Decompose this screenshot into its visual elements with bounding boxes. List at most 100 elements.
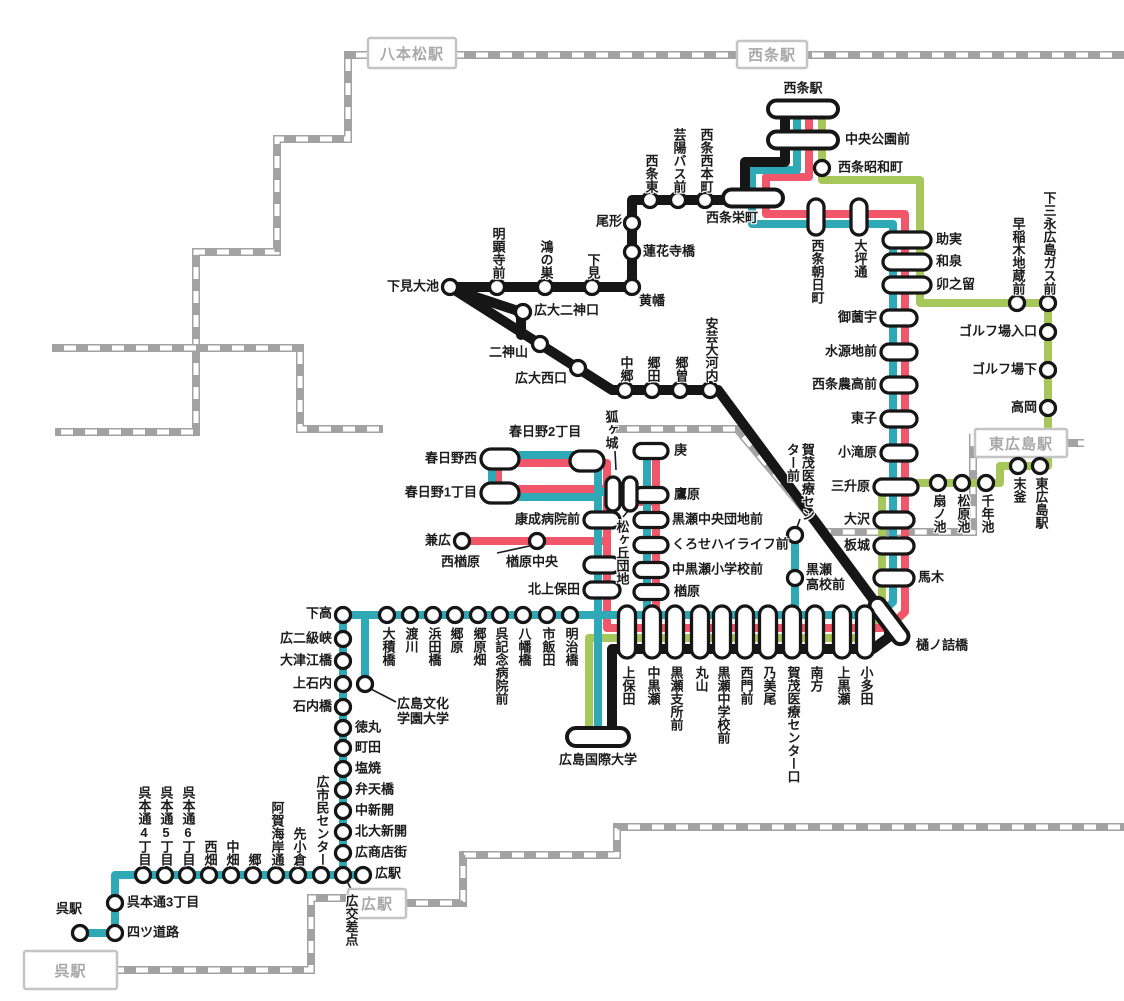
bus-stop-marker[interactable] — [333, 822, 353, 842]
bus-stop-marker[interactable] — [333, 697, 353, 717]
bus-stop-marker[interactable] — [582, 580, 622, 600]
bus-stop-marker[interactable] — [423, 605, 443, 625]
bus-stop-marker[interactable] — [700, 380, 720, 400]
bus-stop-marker[interactable] — [582, 555, 622, 575]
bus-stop-marker[interactable] — [155, 865, 175, 885]
bus-stop-marker[interactable] — [879, 375, 919, 395]
bus-stop-marker[interactable] — [535, 277, 555, 297]
bus-stop-marker[interactable] — [879, 342, 919, 362]
bus-stop-marker[interactable] — [333, 738, 353, 758]
bus-stop-marker[interactable] — [976, 473, 996, 493]
bus-stop-marker[interactable] — [642, 380, 662, 400]
bus-stop-marker[interactable] — [806, 197, 826, 237]
bus-stop-marker[interactable] — [333, 674, 353, 694]
bus-stop-marker[interactable] — [689, 604, 711, 660]
bus-stop-marker[interactable] — [952, 473, 972, 493]
bus-stop-marker[interactable] — [872, 568, 916, 588]
bus-stop-marker[interactable] — [785, 525, 805, 545]
bus-stop-marker[interactable] — [668, 190, 688, 210]
bus-stop-marker[interactable] — [881, 275, 933, 295]
bus-stop-marker[interactable] — [445, 605, 465, 625]
bus-stop-marker[interactable] — [582, 277, 602, 297]
bus-stop-marker[interactable] — [452, 531, 472, 551]
bus-stop-marker[interactable] — [400, 605, 420, 625]
bus-stop-marker[interactable] — [568, 449, 606, 473]
bus-stop-marker[interactable] — [616, 604, 638, 660]
bus-stop-marker[interactable] — [288, 865, 308, 885]
bus-stop-marker[interactable] — [831, 604, 853, 660]
bus-stop-marker[interactable] — [812, 158, 832, 178]
bus-stop-marker[interactable] — [582, 510, 622, 530]
bus-stop-marker[interactable] — [879, 308, 919, 328]
bus-stop-marker[interactable] — [622, 213, 642, 233]
bus-stop-marker[interactable] — [785, 568, 805, 588]
bus-stop-marker[interactable] — [70, 923, 90, 943]
bus-stop-marker[interactable] — [781, 604, 803, 660]
bus-stop-marker[interactable] — [632, 441, 670, 461]
bus-stop-marker[interactable] — [177, 865, 197, 885]
bus-stop-marker[interactable] — [377, 605, 397, 625]
bus-stop-marker[interactable] — [333, 629, 353, 649]
jr-station-box[interactable] — [366, 36, 458, 70]
bus-stop-marker[interactable] — [1030, 456, 1050, 476]
bus-stop-marker[interactable] — [854, 604, 876, 660]
bus-stop-marker[interactable] — [622, 277, 642, 297]
bus-stop-marker[interactable] — [490, 605, 510, 625]
bus-stop-marker[interactable] — [872, 536, 916, 556]
bus-stop-marker[interactable] — [632, 535, 670, 555]
bus-stop-marker[interactable] — [487, 277, 507, 297]
bus-stop-marker[interactable] — [333, 651, 353, 671]
bus-stop-marker[interactable] — [632, 510, 670, 530]
bus-stop-marker[interactable] — [1007, 293, 1027, 313]
bus-stop-marker[interactable] — [766, 129, 840, 151]
bus-stop-marker[interactable] — [527, 531, 547, 551]
bus-stop-marker[interactable] — [866, 595, 911, 648]
jr-station-box[interactable] — [346, 887, 408, 920]
bus-stop-marker[interactable] — [879, 409, 919, 429]
bus-stop-marker[interactable] — [513, 302, 533, 322]
bus-stop-marker[interactable] — [664, 604, 686, 660]
bus-stop-marker[interactable] — [641, 604, 663, 660]
bus-stop-marker[interactable] — [1038, 293, 1058, 313]
bus-stop-marker[interactable] — [1038, 360, 1058, 380]
bus-stop-marker[interactable] — [928, 473, 948, 493]
bus-stop-marker[interactable] — [333, 843, 353, 863]
bus-stop-marker[interactable] — [266, 865, 286, 885]
bus-stop-marker[interactable] — [311, 865, 331, 885]
bus-stop-marker[interactable] — [881, 252, 933, 272]
bus-stop-marker[interactable] — [711, 604, 733, 660]
bus-stop-marker[interactable] — [479, 447, 521, 471]
bus-stop-marker[interactable] — [632, 560, 670, 580]
bus-stop-marker[interactable] — [199, 865, 219, 885]
bus-stop-marker[interactable] — [734, 604, 756, 660]
bus-stop-marker[interactable] — [881, 230, 933, 250]
bus-stop-marker[interactable] — [133, 865, 153, 885]
bus-stop-marker[interactable] — [353, 865, 373, 885]
bus-stop-marker[interactable] — [479, 481, 521, 505]
bus-stop-marker[interactable] — [721, 187, 785, 209]
bus-stop-marker[interactable] — [105, 923, 125, 943]
bus-stop-marker[interactable] — [333, 865, 353, 885]
bus-stop-marker[interactable] — [1038, 322, 1058, 342]
bus-stop-marker[interactable] — [622, 242, 642, 262]
jr-station-box[interactable] — [735, 39, 809, 70]
bus-stop-marker[interactable] — [1038, 398, 1058, 418]
bus-stop-marker[interactable] — [695, 190, 715, 210]
bus-stop-marker[interactable] — [105, 893, 125, 913]
bus-stop-marker[interactable] — [615, 380, 635, 400]
bus-stop-marker[interactable] — [872, 510, 916, 530]
bus-stop-marker[interactable] — [879, 443, 919, 463]
jr-station-box[interactable] — [973, 427, 1069, 459]
bus-stop-marker[interactable] — [221, 865, 241, 885]
bus-stop-marker[interactable] — [757, 604, 779, 660]
bus-stop-marker[interactable] — [670, 380, 690, 400]
bus-stop-marker[interactable] — [468, 605, 488, 625]
bus-stop-marker[interactable] — [640, 190, 660, 210]
bus-stop-marker[interactable] — [872, 477, 920, 497]
bus-stop-marker[interactable] — [560, 605, 580, 625]
bus-stop-marker[interactable] — [333, 801, 353, 821]
bus-stop-marker[interactable] — [355, 674, 375, 694]
bus-stop-marker[interactable] — [513, 605, 533, 625]
bus-stop-marker[interactable] — [243, 865, 263, 885]
bus-stop-marker[interactable] — [333, 759, 353, 779]
